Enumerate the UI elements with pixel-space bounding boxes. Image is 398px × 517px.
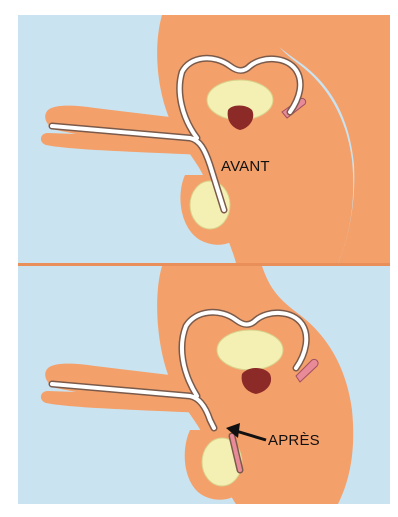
panel-after-bladder	[217, 330, 283, 370]
label-after: APRÈS	[268, 432, 320, 449]
panel-divider	[18, 263, 390, 266]
label-before: AVANT	[221, 158, 270, 175]
panel-after	[18, 266, 390, 504]
panel-before	[18, 15, 390, 263]
